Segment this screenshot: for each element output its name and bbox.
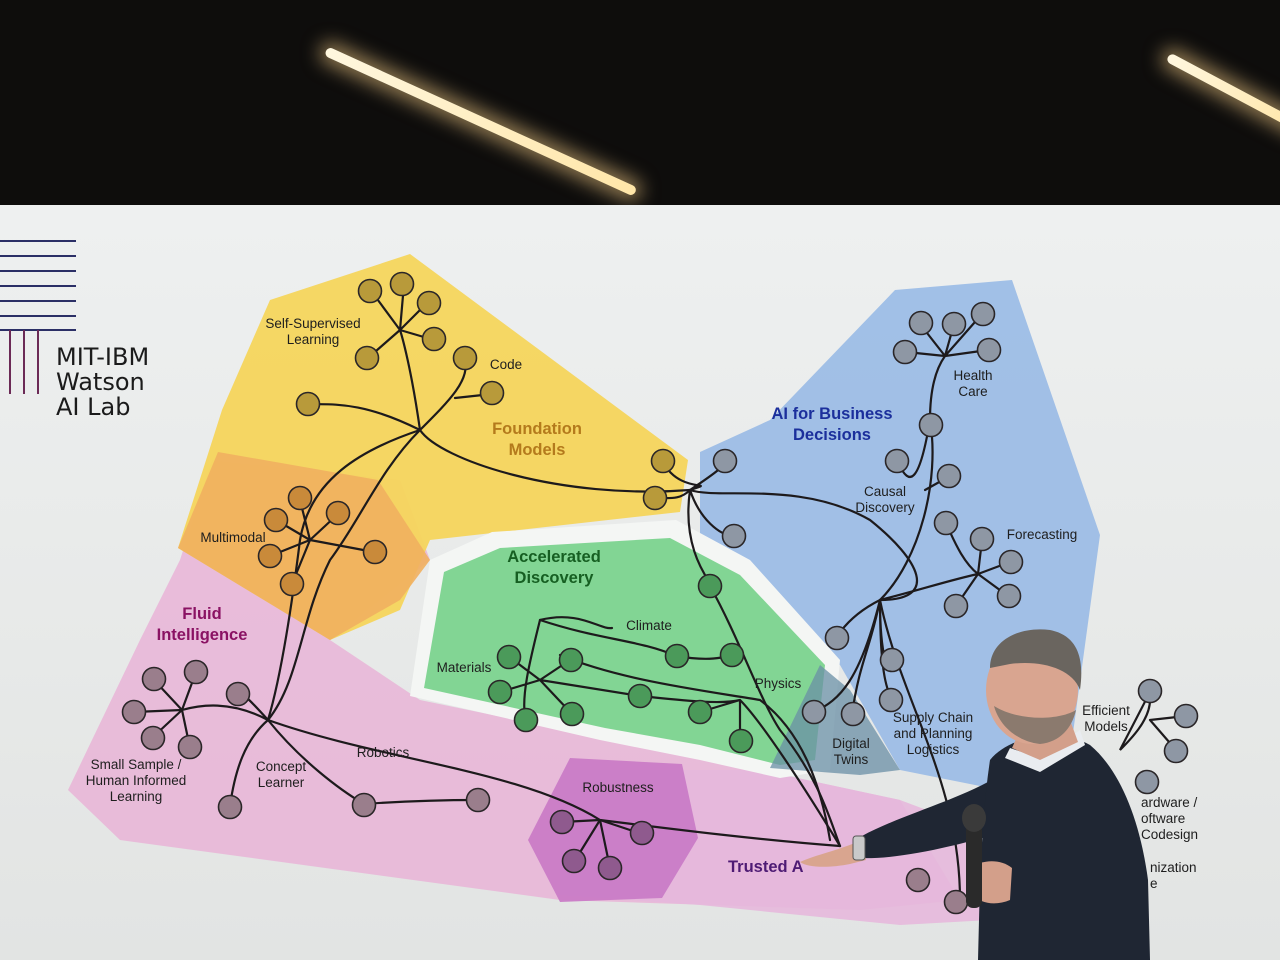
presenter-body	[978, 736, 1150, 960]
microphone-head	[962, 804, 986, 832]
microphone-icon	[966, 822, 982, 908]
wristwatch-icon	[853, 836, 865, 860]
